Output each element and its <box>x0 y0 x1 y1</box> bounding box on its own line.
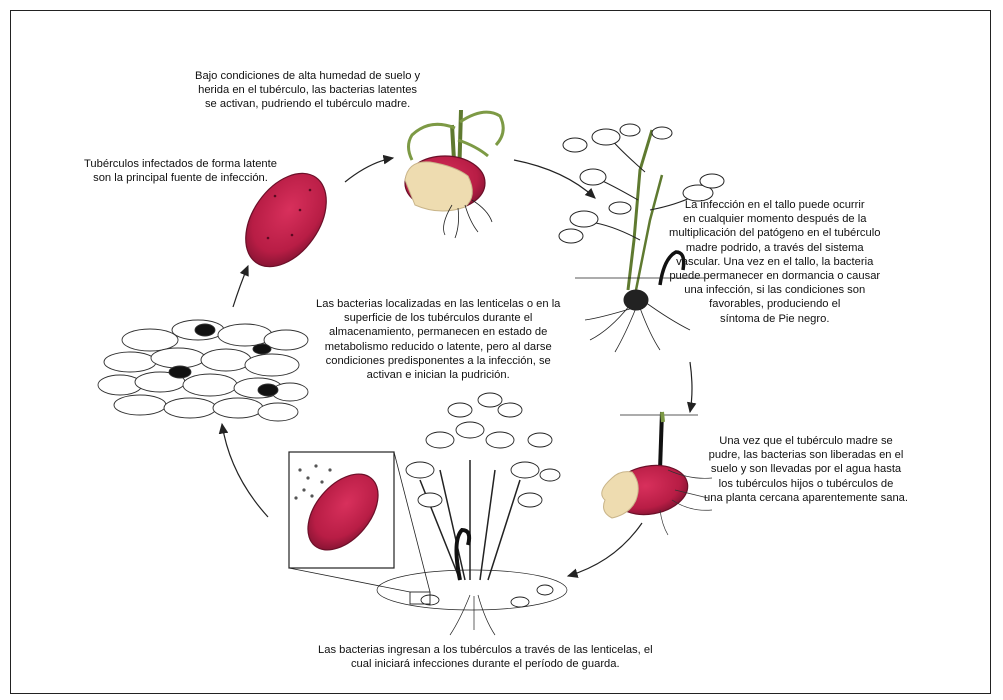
arrow-latent-to-wound <box>345 158 393 182</box>
caption-lenticel-entry: Las bacterias ingresan a los tubérculos … <box>318 643 653 671</box>
caption-storage-lenticels: Las bacterias localizadas en las lentice… <box>316 297 560 382</box>
arrow-plant-to-storage <box>222 424 268 517</box>
caption-wound-activation: Bajo condiciones de alta humedad de suel… <box>195 69 420 112</box>
storage-pile-tubers <box>98 320 308 421</box>
caption-stem-infection: La infección en el tallo puede ocurrir e… <box>669 198 880 326</box>
rotten-mother-tuber-roots <box>602 412 712 535</box>
caption-latent-source: Tubérculos infectados de forma latente s… <box>84 157 277 185</box>
caption-mother-rot: Una vez que el tubérculo madre se pudre,… <box>704 434 908 505</box>
rotting-mother-tuber <box>405 110 503 238</box>
arrow-stem-to-rot <box>690 362 692 412</box>
arrow-storage-to-latent <box>233 266 248 307</box>
arrow-rot-to-plant <box>568 523 642 576</box>
healthy-plant-inset <box>289 393 567 635</box>
